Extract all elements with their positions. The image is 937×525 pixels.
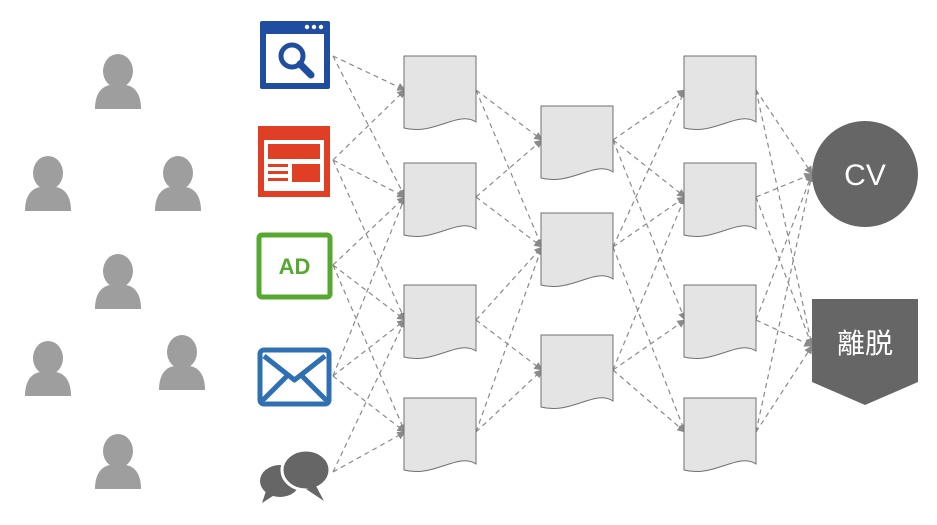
- flow-arrow: [475, 139, 543, 198]
- web-page-icon: [540, 334, 614, 410]
- person-icon: [159, 335, 205, 390]
- web-page-icon: [403, 55, 477, 131]
- flow-arrow: [612, 89, 686, 248]
- flow-arrows: [332, 55, 815, 473]
- flow-arrow: [332, 196, 406, 266]
- conversion-node: CV: [812, 121, 918, 227]
- flow-arrow: [612, 369, 686, 433]
- flow-arrow: [475, 319, 543, 371]
- web-page-icon: [403, 284, 477, 360]
- users-group: [25, 54, 205, 489]
- chat-bubbles-icon: [260, 448, 332, 503]
- news-article-icon: [258, 126, 330, 197]
- person-icon: [95, 54, 141, 109]
- flow-arrow: [332, 55, 406, 91]
- person-icon: [25, 341, 71, 396]
- flow-arrow: [475, 196, 543, 248]
- person-icon: [155, 156, 201, 211]
- mail-envelope-icon: [257, 347, 332, 407]
- flow-arrow: [612, 196, 686, 371]
- page-column-1: [403, 55, 477, 473]
- flow-arrow: [755, 89, 813, 175]
- flow-arrow: [332, 89, 406, 161]
- flow-arrow: [755, 345, 813, 433]
- web-page-icon: [403, 397, 477, 473]
- flow-arrow: [755, 172, 813, 198]
- flow-arrow: [332, 264, 406, 321]
- flow-arrow: [755, 173, 815, 433]
- flow-arrow: [332, 319, 406, 377]
- flow-arrow: [755, 89, 815, 347]
- exit-label: 離脱: [837, 327, 893, 360]
- person-icon: [95, 254, 141, 309]
- flow-arrow: [475, 89, 543, 141]
- ad-icon: AD: [256, 232, 333, 300]
- flow-arrow: [332, 431, 406, 473]
- flow-arrow: [612, 246, 687, 433]
- flow-arrow: [475, 246, 543, 321]
- flow-arrow: [612, 196, 686, 248]
- web-page-icon: [683, 162, 757, 238]
- page-column-3: [683, 55, 757, 473]
- search-window-icon: [260, 21, 330, 89]
- web-page-icon: [683, 397, 757, 473]
- flow-arrow: [612, 139, 687, 321]
- flow-arrow: [755, 319, 813, 347]
- person-icon: [95, 434, 141, 489]
- flow-arrow: [332, 159, 406, 321]
- flow-arrow: [755, 173, 814, 321]
- flow-arrow: [332, 55, 406, 198]
- web-page-icon: [540, 212, 614, 288]
- flow-arrow: [332, 159, 406, 198]
- web-page-icon: [540, 105, 614, 181]
- flow-arrow: [612, 319, 686, 371]
- web-page-icon: [683, 55, 757, 131]
- flow-arrow: [612, 139, 686, 198]
- cv-label: CV: [844, 159, 886, 192]
- ad-label: AD: [279, 254, 311, 279]
- flow-arrow: [332, 319, 406, 473]
- person-icon: [25, 156, 71, 211]
- exit-node: 離脱: [812, 299, 918, 405]
- flow-arrow: [475, 369, 543, 433]
- page-column-2: [540, 105, 614, 410]
- flow-arrow: [612, 89, 686, 141]
- web-page-icon: [683, 284, 757, 360]
- flow-arrow: [475, 246, 544, 433]
- web-page-icon: [403, 162, 477, 238]
- flow-arrow: [475, 89, 543, 248]
- flow-arrow: [332, 375, 406, 433]
